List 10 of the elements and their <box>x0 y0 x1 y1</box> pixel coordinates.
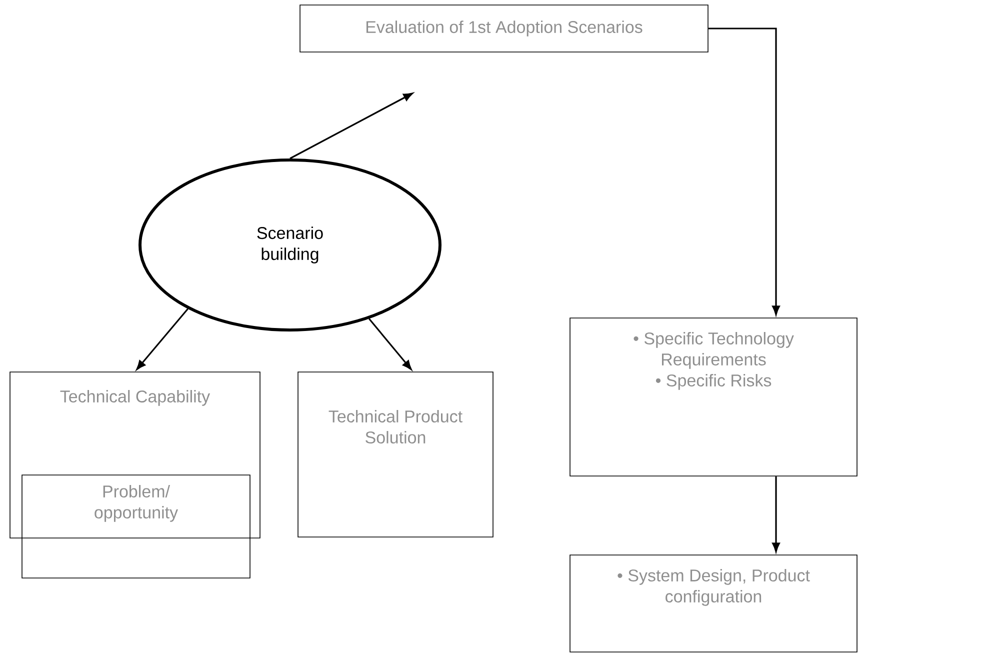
arrow <box>708 28 780 316</box>
text-box: Technical Product Solution <box>298 372 494 538</box>
text-box: Problem/ opportunity <box>22 474 250 578</box>
arrow <box>136 308 188 370</box>
text-box: Evaluation of 1st Adoption Scenarios <box>300 4 708 52</box>
text-box: • System Design, Product configuration <box>570 554 858 652</box>
arrow <box>368 318 412 370</box>
arrow <box>290 92 413 160</box>
arrow <box>772 476 780 552</box>
text-box: • Specific Technology Requirements • Specific Risks <box>570 318 858 476</box>
